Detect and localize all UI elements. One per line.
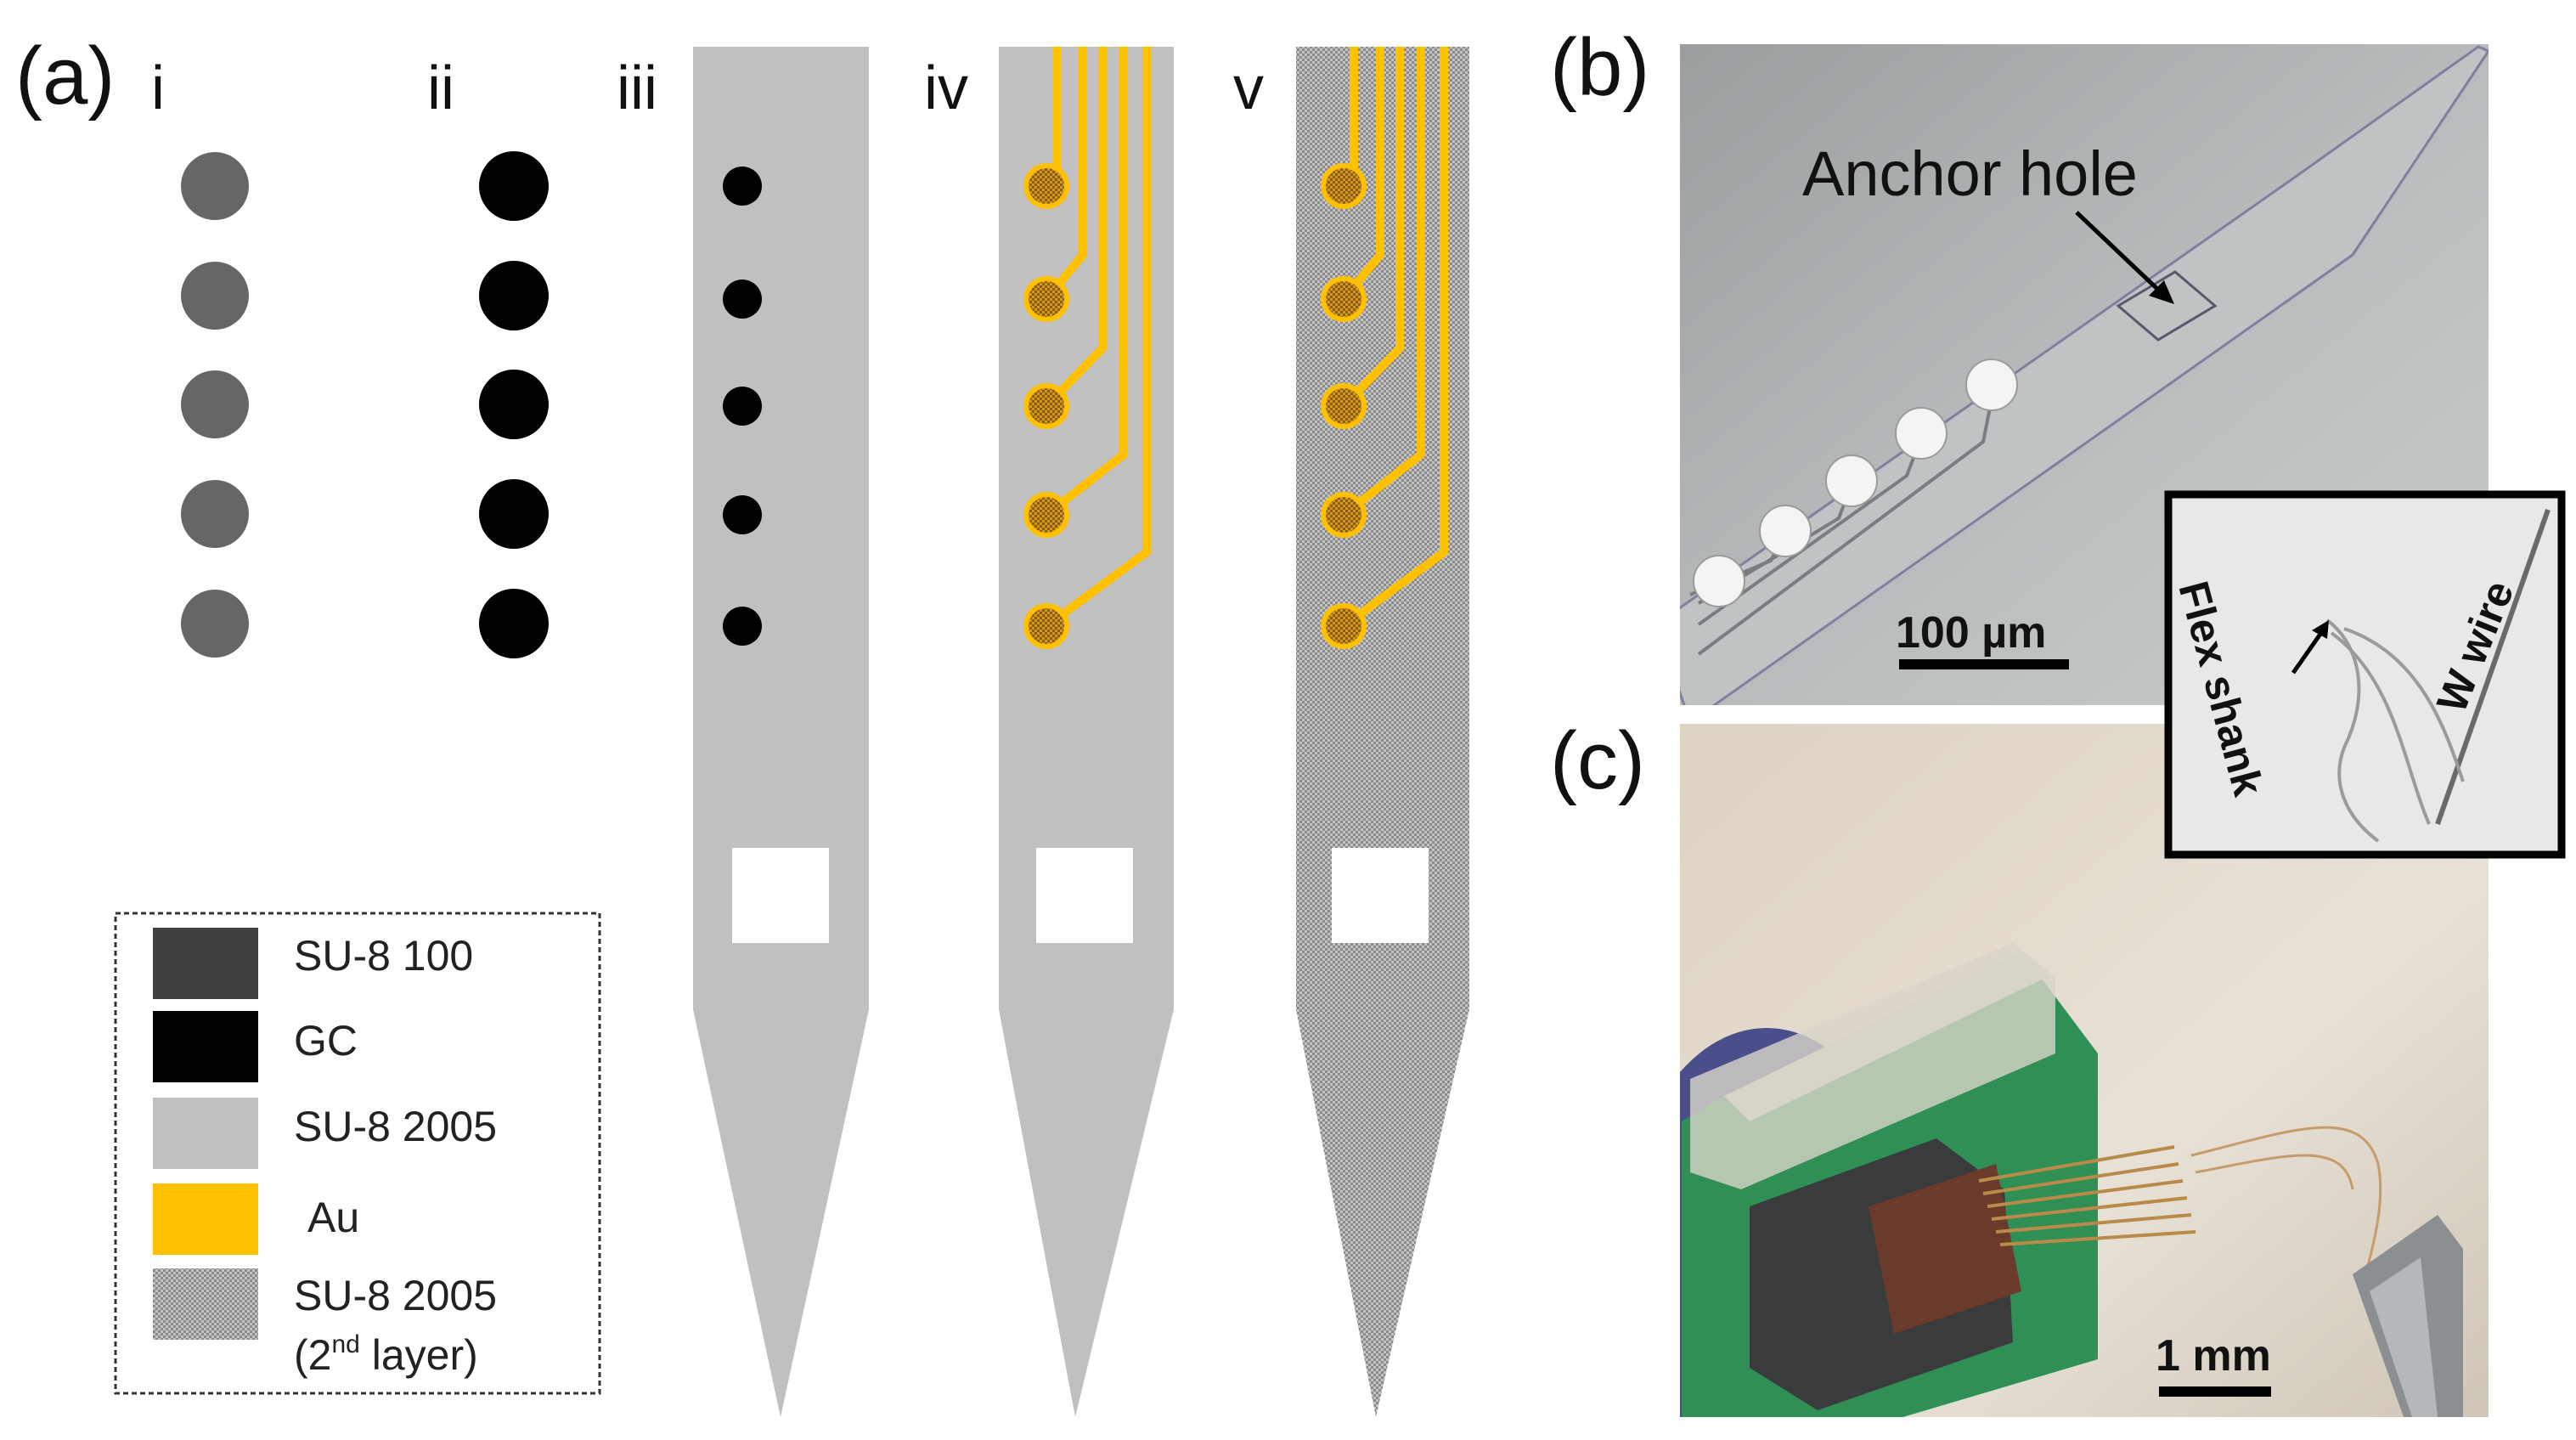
legend-label-gc: GC	[294, 1017, 358, 1064]
step-v-shank	[1296, 47, 1469, 1417]
legend-label-su8-2005: SU-8 2005	[294, 1103, 497, 1150]
step-iii-shank	[693, 47, 869, 1417]
step-label-v: v	[1233, 54, 1264, 122]
anchor-hole-arrow	[2075, 211, 2159, 291]
legend-swatch-su8-2005	[153, 1098, 258, 1169]
inset-c: Flex shank W wire	[2164, 490, 2566, 859]
inset-arrow	[2291, 629, 2325, 675]
step-ii-gc-dots	[479, 151, 549, 658]
step-label-iii: iii	[617, 54, 657, 122]
step-i-su8-dots	[181, 152, 249, 658]
legend-swatch-su8-100	[153, 928, 258, 999]
micrograph-b: Anchor hole 100 µm	[1680, 44, 2489, 705]
legend: SU-8 100 GC SU-8 2005 Au SU-8 2005 (2nd …	[114, 912, 601, 1395]
scale-bar-label-b: 100 µm	[1896, 608, 2046, 658]
scale-bar-label-c: 1 mm	[2156, 1331, 2271, 1381]
legend-swatch-su8-2005-2nd	[153, 1268, 258, 1340]
scale-bar-b	[1899, 659, 2069, 669]
scale-bar-c	[2159, 1386, 2271, 1397]
step-label-iv: iv	[924, 54, 968, 122]
inset-flex-shank	[2325, 618, 2465, 843]
anchor-hole-arrowhead	[2149, 280, 2174, 304]
panel-label-a: (a)	[15, 31, 115, 121]
panel-label-b: (b)	[1550, 22, 1649, 113]
inset-arrowhead	[2312, 620, 2329, 639]
anchor-hole-label: Anchor hole	[1802, 138, 2138, 209]
legend-label-su8-100: SU-8 100	[294, 932, 473, 980]
legend-swatch-au	[153, 1183, 258, 1255]
step-label-ii: ii	[427, 54, 454, 122]
legend-label-2nd-layer: (2nd layer)	[294, 1330, 478, 1379]
step-label-i: i	[151, 54, 165, 122]
step-iv-shank	[999, 47, 1174, 1417]
inset-w-wire	[2435, 509, 2551, 825]
legend-label-au: Au	[307, 1194, 359, 1241]
legend-label-su8-2005-2nd: SU-8 2005	[294, 1272, 497, 1319]
legend-swatch-gc	[153, 1011, 258, 1082]
panel-label-c: (c)	[1550, 715, 1645, 806]
